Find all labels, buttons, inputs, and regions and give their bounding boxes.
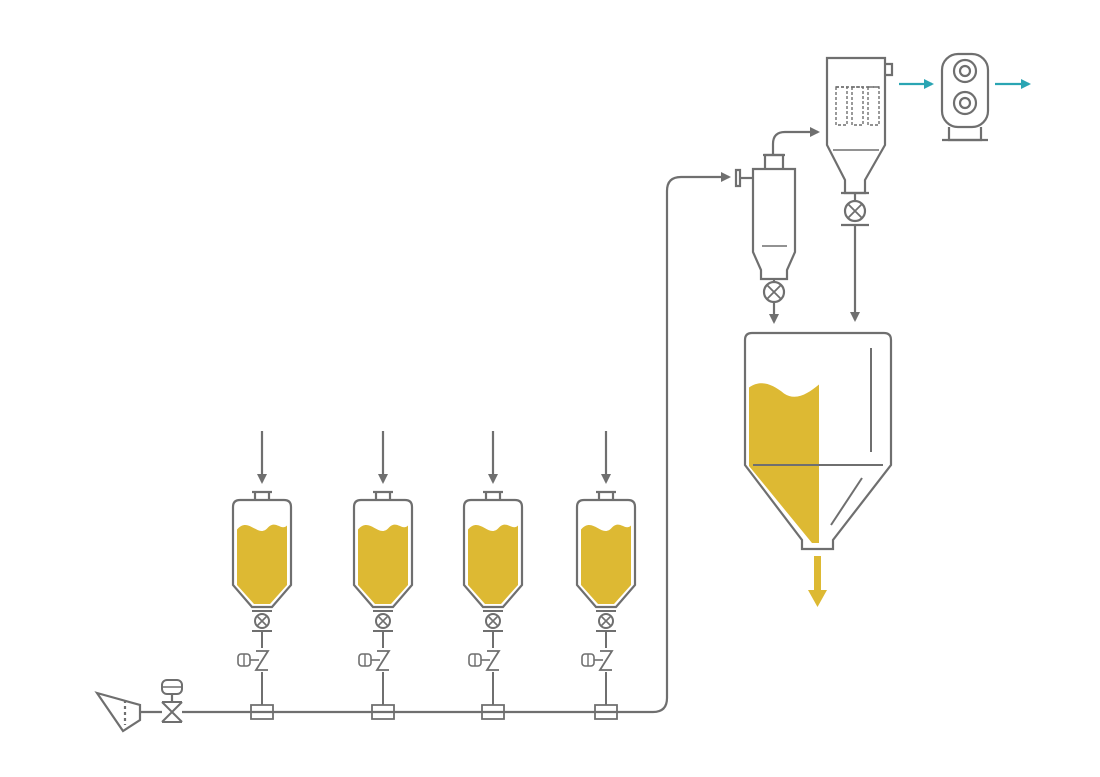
hopper-inlet-nozzle [483, 490, 503, 500]
target-silo [743, 331, 893, 607]
silo-body [743, 331, 893, 551]
hopper-material-fill [581, 524, 631, 604]
rotary-valve-cross [256, 615, 268, 627]
air-inlet-filter-icon [94, 691, 142, 733]
conveying-line [182, 172, 731, 714]
rotary-valve-icon [598, 613, 614, 629]
hopper-inlet-nozzle [252, 490, 272, 500]
rotary-valve-icon [254, 613, 270, 629]
inlet-valve-icon [140, 679, 183, 723]
feed-hopper [575, 431, 637, 720]
hopper-body [462, 498, 524, 609]
diverter-valve-icon [485, 650, 501, 671]
hopper-material-fill [358, 524, 408, 604]
rotary-valve-cross [377, 615, 389, 627]
hopper-inlet-nozzle [596, 490, 616, 500]
hopper-inlet-nozzle [373, 490, 393, 500]
filter-receiver-icon [825, 56, 894, 322]
diverter-valve-icon [375, 650, 391, 671]
rotary-valve-cross [600, 615, 612, 627]
rotary-valve-icon [375, 613, 391, 629]
hopper-body [352, 498, 414, 609]
diverter-valve-icon [598, 650, 614, 671]
blower-icon [899, 52, 1031, 142]
rotary-valve-icon [485, 613, 501, 629]
cyclone-icon [734, 127, 820, 324]
feed-hopper [352, 431, 414, 720]
hopper-material-fill [468, 524, 518, 604]
diverter-valve-icon [254, 650, 270, 671]
silo-discharge-arrow [808, 556, 827, 607]
hopper-material-fill [237, 524, 287, 604]
rotary-valve-cross [487, 615, 499, 627]
feed-hopper [462, 431, 524, 720]
hopper-body [575, 498, 637, 609]
feed-hopper [231, 431, 293, 720]
silo-material-fill [749, 383, 819, 543]
hopper-body [231, 498, 293, 609]
silo-inner-slope [830, 477, 863, 526]
